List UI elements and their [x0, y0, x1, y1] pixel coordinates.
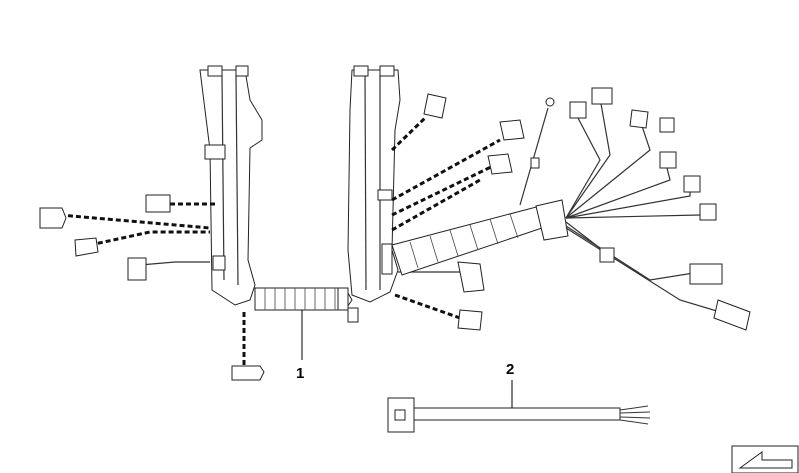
right-lower-branches: [394, 261, 485, 331]
right-upper-branches: [390, 93, 525, 232]
callout-1-label: 1: [296, 365, 304, 382]
callout-2: 2: [506, 361, 514, 408]
left-branches: [39, 194, 215, 281]
adapter-cable-part2: [387, 397, 651, 433]
direction-arrow-icon: [731, 445, 799, 473]
callout-2-label: 2: [506, 361, 514, 378]
lower-right-wires: [565, 221, 751, 331]
harness-right-channel: [347, 65, 401, 303]
bottom-conduit: [254, 287, 359, 323]
upper-right-fan: [519, 87, 717, 221]
right-conduit-arm: [391, 199, 569, 276]
bottom-left-drop: [231, 312, 265, 381]
harness-left-channel: [199, 65, 263, 306]
callout-1: 1: [296, 310, 304, 382]
